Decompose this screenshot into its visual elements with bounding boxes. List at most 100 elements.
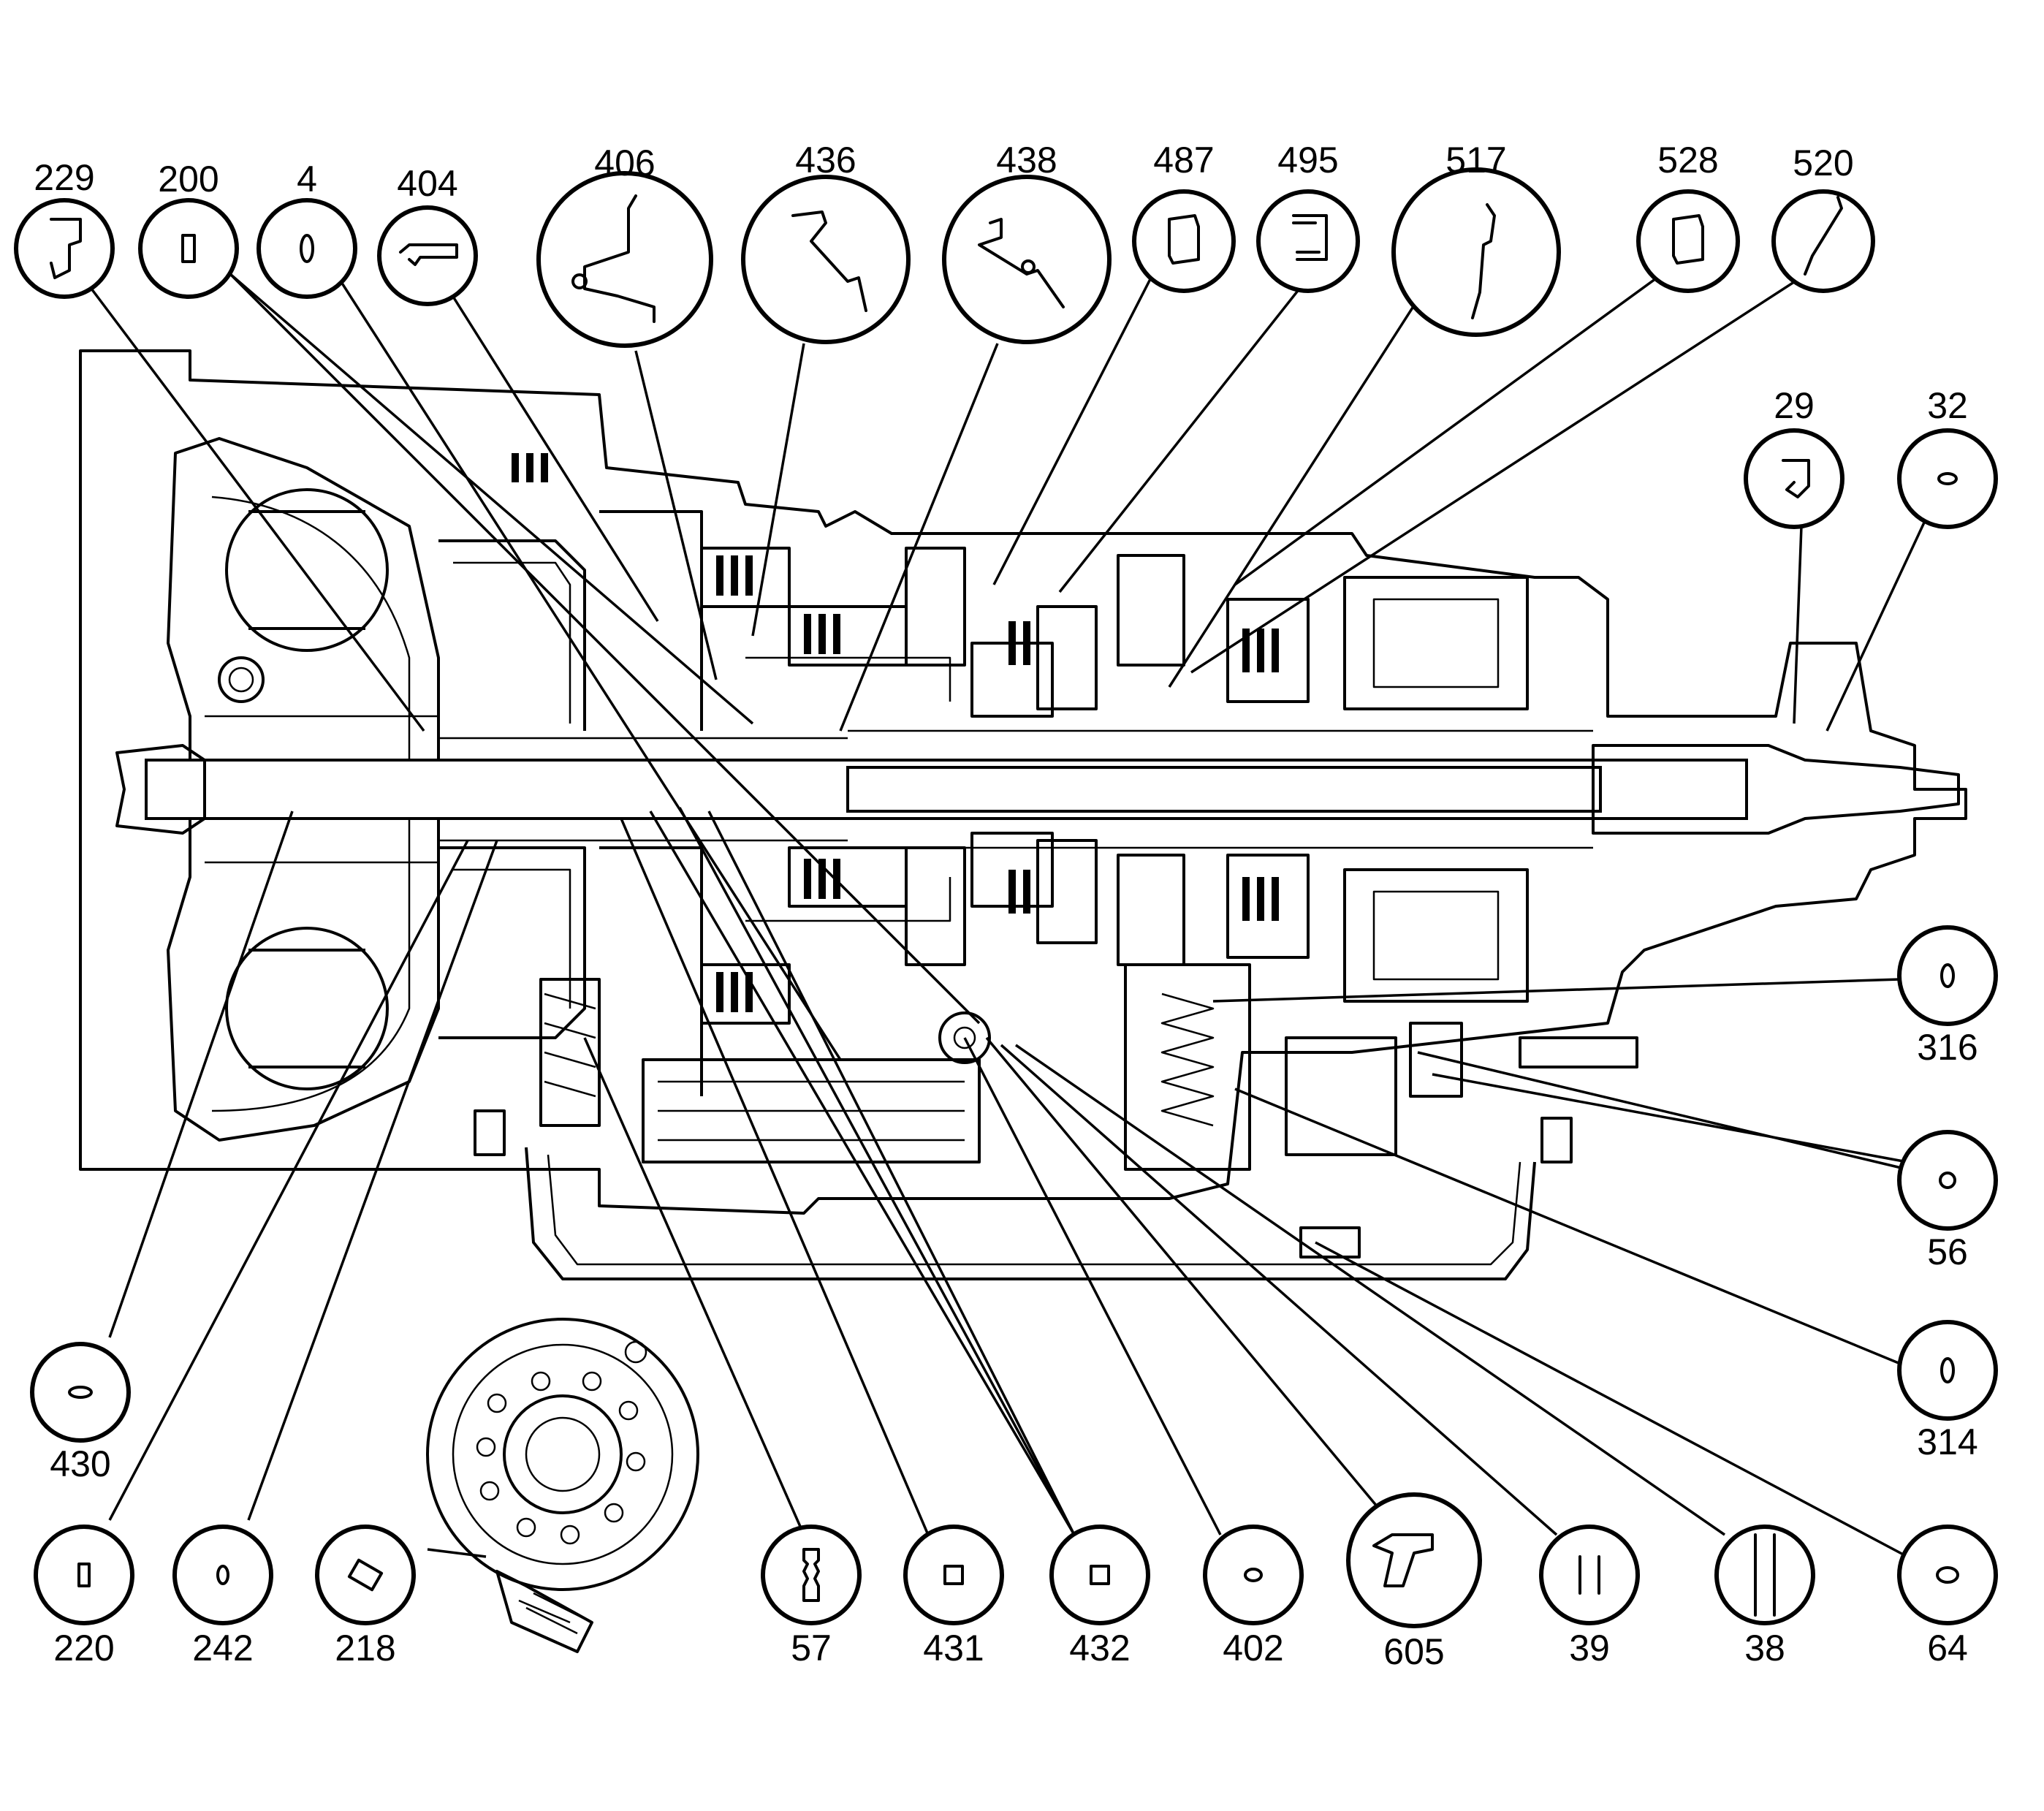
callout-label: 229 xyxy=(34,157,94,198)
callout-label: 402 xyxy=(1223,1628,1283,1668)
callout-label: 56 xyxy=(1927,1231,1968,1272)
callout-402: 402 xyxy=(1203,1525,1304,1668)
friction-discs xyxy=(512,453,1279,1012)
callout-label: 495 xyxy=(1277,140,1338,181)
callout-436: 436 xyxy=(741,140,911,344)
transmission-cross-section xyxy=(79,349,1967,1653)
callout-38: 38 xyxy=(1714,1525,1815,1668)
lip-seal-icon xyxy=(1292,214,1328,261)
callout-517: 517 xyxy=(1391,140,1561,337)
callout-label: 39 xyxy=(1569,1628,1610,1668)
callout-57: 57 xyxy=(761,1525,862,1668)
callout-4: 4 xyxy=(257,159,357,299)
callout-label: 38 xyxy=(1744,1628,1785,1668)
callout-label: 520 xyxy=(1793,143,1853,183)
callout-label: 406 xyxy=(594,143,655,183)
flat-washer-icon xyxy=(1244,1568,1263,1582)
callout-316: 316 xyxy=(1897,925,1998,1068)
oil-pan xyxy=(525,1147,1536,1280)
callout-label: 404 xyxy=(397,163,457,204)
accumulator-housing xyxy=(1124,963,1251,1171)
callout-label: 200 xyxy=(158,159,219,200)
callout-218: 218 xyxy=(315,1525,416,1668)
bracket-clip-icon xyxy=(1782,459,1810,498)
callout-438: 438 xyxy=(942,140,1112,344)
piston-profile-icon xyxy=(978,218,1065,308)
piston-profile-icon xyxy=(791,210,867,312)
converter-lower-torus xyxy=(225,927,389,1090)
flat-washer-icon xyxy=(68,1386,93,1399)
return-spring-assembly xyxy=(426,1318,699,1653)
output-yoke xyxy=(1592,744,1960,835)
dowel-pin-icon xyxy=(1578,1555,1600,1595)
o-ring-icon xyxy=(1940,963,1955,988)
flat-washer-icon xyxy=(1937,472,1958,485)
callout-label: 64 xyxy=(1927,1628,1968,1668)
bracket-clip-icon xyxy=(50,218,82,279)
callout-label: 29 xyxy=(1774,385,1815,426)
callout-label: 517 xyxy=(1445,140,1506,181)
callout-432: 432 xyxy=(1049,1525,1150,1668)
callout-495: 495 xyxy=(1256,140,1360,293)
square-seal-icon xyxy=(943,1565,964,1585)
round-seal-icon xyxy=(1939,1172,1956,1189)
oil-pan-inner xyxy=(547,1154,1521,1266)
callout-404: 404 xyxy=(377,163,478,306)
callout-605: 605 xyxy=(1346,1492,1482,1672)
callout-430: 430 xyxy=(30,1342,131,1484)
callout-56: 56 xyxy=(1897,1130,1998,1272)
rectangular-seal-icon xyxy=(181,234,196,263)
oval-seal-icon xyxy=(300,234,314,263)
callout-label: 487 xyxy=(1153,140,1214,181)
input-hub xyxy=(115,744,206,835)
snap-ring-icon xyxy=(399,243,458,266)
spring-plate-icon xyxy=(1804,196,1843,276)
o-ring-icon xyxy=(216,1565,229,1585)
filter-seal-icon xyxy=(802,1548,820,1602)
callout-label: 57 xyxy=(791,1628,832,1668)
callout-220: 220 xyxy=(34,1525,134,1668)
callout-label: 242 xyxy=(192,1628,253,1668)
callout-487: 487 xyxy=(1132,140,1236,293)
long-pin-icon xyxy=(1754,1533,1776,1617)
converter-upper-torus xyxy=(225,488,389,652)
callout-label: 438 xyxy=(996,140,1057,181)
square-seal-icon xyxy=(1090,1565,1110,1585)
clutch-packs-upper xyxy=(700,547,1529,718)
o-ring-icon xyxy=(1940,1357,1955,1383)
case-outline xyxy=(79,349,1967,1215)
callout-label: 430 xyxy=(50,1443,110,1484)
callout-200: 200 xyxy=(138,159,239,299)
callout-label: 316 xyxy=(1917,1027,1977,1068)
callout-520: 520 xyxy=(1771,143,1875,293)
rectangular-seal-icon xyxy=(77,1563,91,1587)
flat-washer-icon xyxy=(1936,1566,1959,1584)
callout-label: 528 xyxy=(1657,140,1718,181)
callout-label: 32 xyxy=(1927,385,1968,426)
callout-label: 431 xyxy=(923,1628,984,1668)
callout-431: 431 xyxy=(903,1525,1004,1668)
callout-label: 314 xyxy=(1917,1421,1977,1462)
callout-label: 605 xyxy=(1383,1631,1444,1672)
callout-29: 29 xyxy=(1744,385,1844,529)
callout-label: 436 xyxy=(795,140,856,181)
callout-label: 4 xyxy=(297,159,317,200)
valve-ball xyxy=(938,1011,991,1064)
callout-528: 528 xyxy=(1636,140,1740,293)
bracket-seal-icon xyxy=(1372,1533,1434,1587)
lip-seal-icon xyxy=(1672,214,1704,265)
callout-32: 32 xyxy=(1897,385,1998,529)
callout-314: 314 xyxy=(1897,1320,1998,1462)
callout-64: 64 xyxy=(1897,1525,1998,1668)
callout-label: 432 xyxy=(1069,1628,1130,1668)
leader-lines xyxy=(79,262,1931,1558)
callout-label: 218 xyxy=(335,1628,395,1668)
callout-229: 229 xyxy=(14,157,115,299)
lip-seal-icon xyxy=(1168,214,1200,265)
callout-label: 220 xyxy=(53,1628,114,1668)
callout-406: 406 xyxy=(536,143,713,348)
callout-242: 242 xyxy=(172,1525,273,1668)
piston-profile-icon xyxy=(1471,203,1496,319)
square-seal-icon xyxy=(347,1558,384,1592)
